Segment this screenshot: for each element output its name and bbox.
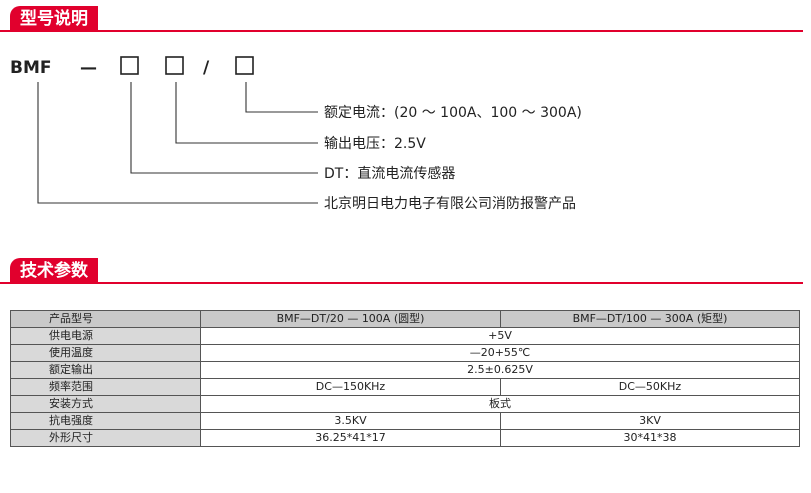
section-header-specs: 技术参数 — [0, 258, 811, 288]
row-value: +5V — [200, 327, 800, 345]
table-row: 供电电源 +5V — [10, 327, 800, 345]
table-row: 使用温度 —20+55℃ — [10, 344, 800, 362]
model-box-current — [235, 56, 254, 75]
table-header-row: 产品型号 BMF—DT/20 — 100A (圆型) BMF—DT/100 — … — [10, 310, 800, 328]
desc-rated-current: 额定电流：(20 ～ 100A、100 ～ 300A) — [324, 105, 582, 121]
header-cell-round: BMF—DT/20 — 100A (圆型) — [200, 310, 501, 328]
leader-line-brand — [37, 82, 318, 204]
model-prefix: BMF — [10, 58, 52, 78]
model-box-type — [120, 56, 139, 75]
row-value: 板式 — [200, 395, 800, 413]
table-row: 频率范围 DC—150KHz DC—50KHz — [10, 378, 800, 396]
row-label: 供电电源 — [10, 327, 201, 345]
table-row: 额定输出 2.5±0.625V — [10, 361, 800, 379]
row-label: 外形尺寸 — [10, 429, 201, 447]
row-value: 2.5±0.625V — [200, 361, 800, 379]
table-row: 抗电强度 3.5KV 3KV — [10, 412, 800, 430]
leader-line-type — [130, 82, 318, 174]
row-label: 额定输出 — [10, 361, 201, 379]
desc-sensor-type: DT：直流电流传感器 — [324, 165, 455, 182]
row-value: 30*41*38 — [500, 429, 800, 447]
row-value: DC—150KHz — [200, 378, 501, 396]
header-cell-model: 产品型号 — [10, 310, 201, 328]
row-value: 36.25*41*17 — [200, 429, 501, 447]
desc-output-voltage: 输出电压：2.5V — [324, 136, 426, 152]
row-value: 3KV — [500, 412, 800, 430]
row-label: 安装方式 — [10, 395, 201, 413]
row-value: —20+55℃ — [200, 344, 800, 362]
section-header-model: 型号说明 — [0, 6, 811, 36]
section-rule — [0, 282, 803, 284]
leader-line-current — [245, 82, 318, 113]
section-rule — [0, 30, 803, 32]
model-slash: / — [203, 58, 210, 78]
table-row: 外形尺寸 36.25*41*17 30*41*38 — [10, 429, 800, 447]
row-value: 3.5KV — [200, 412, 501, 430]
row-label: 抗电强度 — [10, 412, 201, 430]
row-value: DC—50KHz — [500, 378, 800, 396]
header-cell-rect: BMF—DT/100 — 300A (矩型) — [500, 310, 800, 328]
row-label: 使用温度 — [10, 344, 201, 362]
model-box-voltage — [165, 56, 184, 75]
section-title-specs: 技术参数 — [10, 258, 98, 284]
row-label: 频率范围 — [10, 378, 201, 396]
section-title-model: 型号说明 — [10, 6, 98, 32]
model-diagram: BMF — / 额定电流：(20 ～ 100A、100 ～ 300A) 输出电压… — [10, 56, 582, 212]
model-dash: — — [80, 58, 97, 78]
table-row: 安装方式 板式 — [10, 395, 800, 413]
desc-manufacturer: 北京明日电力电子有限公司消防报警产品 — [324, 196, 576, 212]
leader-line-voltage — [175, 82, 318, 144]
spec-table: 产品型号 BMF—DT/20 — 100A (圆型) BMF—DT/100 — … — [10, 310, 800, 447]
